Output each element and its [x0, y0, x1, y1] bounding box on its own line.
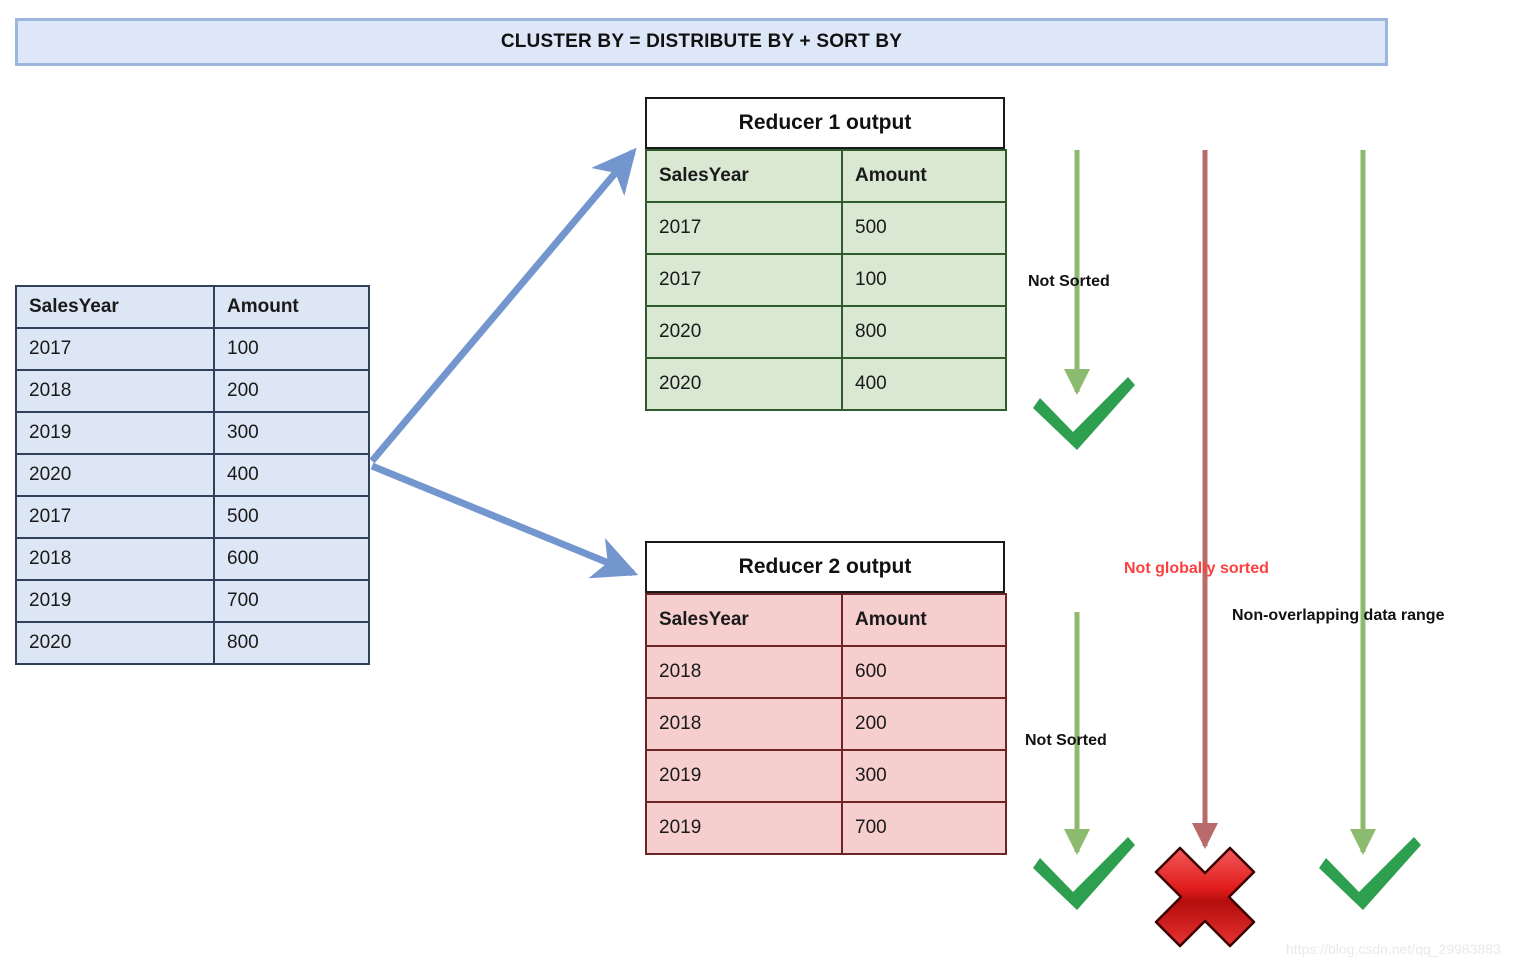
table-header-row: SalesYear Amount	[645, 149, 1007, 203]
column-header-salesyear: SalesYear	[645, 593, 843, 647]
table-row: 2017 100	[645, 253, 1007, 307]
annotation-not-sorted-bottom: Not Sorted	[1025, 732, 1107, 749]
table-row: 2019 700	[15, 579, 370, 623]
table-row: 2017 100	[15, 327, 370, 371]
cell-salesyear: 2019	[15, 411, 215, 455]
cell-salesyear: 2020	[645, 357, 843, 411]
cell-amount: 700	[213, 579, 370, 623]
reducer-2-table: SalesYear Amount 2018 600 2018 200 2019 …	[645, 593, 1007, 855]
cell-salesyear: 2018	[645, 645, 843, 699]
cell-amount: 200	[213, 369, 370, 413]
table-header-row: SalesYear Amount	[645, 593, 1007, 647]
cell-salesyear: 2017	[645, 201, 843, 255]
column-header-amount: Amount	[841, 149, 1007, 203]
cell-amount: 600	[213, 537, 370, 581]
reducer-1-table: SalesYear Amount 2017 500 2017 100 2020 …	[645, 149, 1007, 411]
table-row: 2019 700	[645, 801, 1007, 855]
annotation-non-overlapping-data-range: Non-overlapping data range	[1232, 607, 1445, 624]
cell-salesyear: 2020	[645, 305, 843, 359]
table-row: 2019 300	[645, 749, 1007, 803]
cell-salesyear: 2018	[645, 697, 843, 751]
reducer-2-title: Reducer 2 output	[645, 541, 1005, 593]
cell-salesyear: 2019	[645, 801, 843, 855]
cell-amount: 400	[213, 453, 370, 497]
distribute-arrows	[369, 147, 639, 579]
table-row: 2018 600	[15, 537, 370, 581]
cell-amount: 500	[841, 201, 1007, 255]
cell-salesyear: 2018	[15, 537, 215, 581]
column-header-amount: Amount	[213, 285, 370, 329]
cell-amount: 300	[213, 411, 370, 455]
annotation-not-sorted-top: Not Sorted	[1028, 273, 1110, 290]
table-row: 2020 800	[645, 305, 1007, 359]
cross-icon-bottom-middle	[1154, 846, 1256, 948]
cell-salesyear: 2019	[645, 749, 843, 803]
table-row: 2018 200	[15, 369, 370, 413]
cell-amount: 500	[213, 495, 370, 539]
column-header-salesyear: SalesYear	[645, 149, 843, 203]
reducer-1-output-block: Reducer 1 output SalesYear Amount 2017 5…	[645, 97, 1007, 411]
table-header-row: SalesYear Amount	[15, 285, 370, 329]
cell-amount: 200	[841, 697, 1007, 751]
check-icon-bottom-right	[1319, 837, 1421, 910]
cell-amount: 100	[841, 253, 1007, 307]
watermark: https://blog.csdn.net/qq_29983883	[1286, 941, 1501, 957]
cell-salesyear: 2018	[15, 369, 215, 413]
cell-amount: 600	[841, 645, 1007, 699]
arrow-to-reducer-2	[370, 462, 639, 579]
column-header-amount: Amount	[841, 593, 1007, 647]
table-row: 2019 300	[15, 411, 370, 455]
cell-salesyear: 2020	[15, 453, 215, 497]
cell-amount: 800	[841, 305, 1007, 359]
cell-salesyear: 2017	[645, 253, 843, 307]
check-icon-bottom-left	[1033, 837, 1135, 910]
table-row: 2020 800	[15, 621, 370, 665]
cell-amount: 400	[841, 357, 1007, 411]
table-row: 2017 500	[15, 495, 370, 539]
cell-amount: 700	[841, 801, 1007, 855]
input-table: SalesYear Amount 2017 100 2018 200 2019 …	[15, 285, 370, 665]
table-row: 2018 600	[645, 645, 1007, 699]
cell-salesyear: 2019	[15, 579, 215, 623]
title-banner: CLUSTER BY = DISTRIBUTE BY + SORT BY	[15, 18, 1388, 66]
reducer-1-title: Reducer 1 output	[645, 97, 1005, 149]
cell-amount: 300	[841, 749, 1007, 803]
arrow-to-reducer-1	[369, 147, 637, 464]
table-row: 2017 500	[645, 201, 1007, 255]
cell-amount: 800	[213, 621, 370, 665]
annotation-not-globally-sorted: Not globally sorted	[1124, 560, 1269, 577]
reducer-2-output-block: Reducer 2 output SalesYear Amount 2018 6…	[645, 541, 1007, 855]
check-icon-top-left	[1033, 377, 1135, 450]
page-title: CLUSTER BY = DISTRIBUTE BY + SORT BY	[500, 31, 903, 52]
column-header-salesyear: SalesYear	[15, 285, 215, 329]
cell-salesyear: 2020	[15, 621, 215, 665]
table-row: 2018 200	[645, 697, 1007, 751]
table-row: 2020 400	[645, 357, 1007, 411]
cell-amount: 100	[213, 327, 370, 371]
table-row: 2020 400	[15, 453, 370, 497]
cell-salesyear: 2017	[15, 327, 215, 371]
cell-salesyear: 2017	[15, 495, 215, 539]
